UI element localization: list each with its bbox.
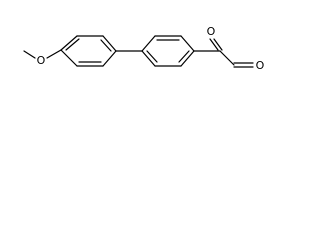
right-ring-double-bond [146, 50, 158, 63]
ketone-oxygen-label: O [207, 25, 216, 38]
ketone-double-bond [213, 38, 223, 51]
methoxy-ring-bond [46, 49, 62, 59]
glyoxal-group: O O [193, 25, 265, 72]
right-benzene-ring [141, 35, 195, 67]
right-ring-bond [141, 35, 156, 52]
left-ring-bond [60, 35, 78, 51]
right-ring-bond [180, 50, 195, 67]
left-ring-bond [102, 50, 117, 67]
aldehyde-oxygen-label: O [256, 59, 265, 72]
left-benzene-ring [60, 35, 117, 67]
left-ring-bond [102, 35, 117, 52]
right-ring-bond [141, 50, 156, 67]
chemical-structure: O O O [23, 25, 265, 72]
methoxy-oxygen-label: O [37, 54, 46, 67]
left-ring-bond [60, 49, 78, 67]
carbonyl-to-aldehyde-bond [219, 50, 235, 66]
right-ring-double-bond [178, 50, 190, 63]
left-ring-double-bond [100, 39, 112, 52]
methyl-bond [23, 50, 36, 59]
left-ring-double-bond [65, 38, 80, 51]
right-ring-bond [180, 35, 195, 52]
ketone-double-bond [209, 38, 219, 51]
methoxy-group: O [23, 49, 62, 67]
